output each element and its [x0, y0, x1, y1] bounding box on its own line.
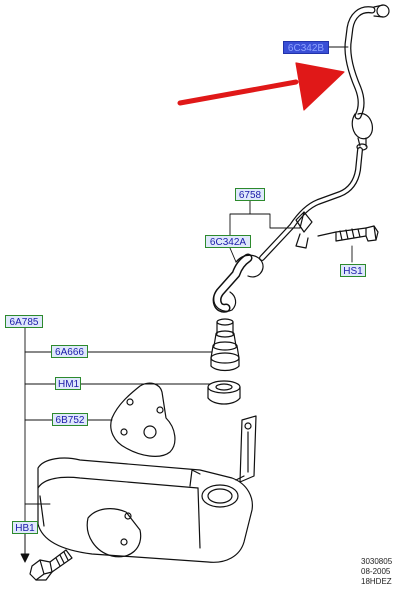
callout-HS1[interactable]: HS1 — [340, 264, 366, 277]
diagram-model: 18HDEZ — [361, 577, 392, 586]
red-pointer-arrow-icon — [177, 62, 345, 111]
breather-pipe — [259, 147, 363, 261]
bolt-hb1 — [29, 549, 73, 581]
diagram-date: 08-2005 — [361, 567, 391, 576]
callout-HB1[interactable]: HB1 — [12, 521, 38, 534]
callout-6A666[interactable]: 6A666 — [51, 345, 88, 358]
callout-6C342A[interactable]: 6C342A — [205, 235, 251, 248]
elbow-hose — [212, 253, 264, 313]
callout-HM1[interactable]: HM1 — [55, 377, 81, 390]
gasket — [110, 382, 176, 457]
pcv-valve — [210, 318, 240, 372]
callout-6A785[interactable]: 6A785 — [5, 315, 43, 328]
grommet — [207, 380, 241, 405]
oil-separator — [37, 415, 257, 563]
bolt-hs1 — [317, 225, 379, 242]
callout-6C342B[interactable]: 6C342B — [283, 41, 329, 54]
diagram-code: 3030805 — [361, 557, 393, 566]
callout-6B752[interactable]: 6B752 — [52, 413, 88, 426]
upper-breather-hose — [344, 4, 390, 151]
callout-6758[interactable]: 6758 — [235, 188, 265, 201]
leader-lines — [20, 46, 353, 563]
